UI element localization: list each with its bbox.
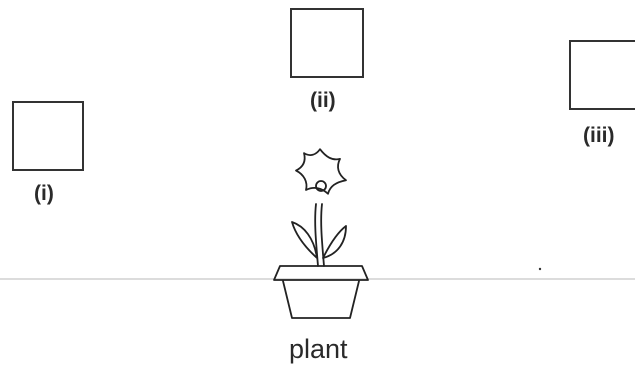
plant-icon xyxy=(274,149,368,318)
flower-petals xyxy=(296,149,346,194)
box-i-label: (i) xyxy=(34,182,54,206)
left-leaf xyxy=(292,222,317,258)
pot-rim xyxy=(274,266,368,280)
box-iii-label: (iii) xyxy=(583,124,615,148)
pot-body xyxy=(283,281,359,318)
box-iii xyxy=(570,41,635,109)
box-i xyxy=(13,102,83,170)
box-ii xyxy=(291,9,363,77)
box-ii-label: (ii) xyxy=(310,89,336,113)
ground-speck xyxy=(539,268,541,270)
plant-label: plant xyxy=(289,334,348,365)
right-leaf xyxy=(323,226,346,258)
